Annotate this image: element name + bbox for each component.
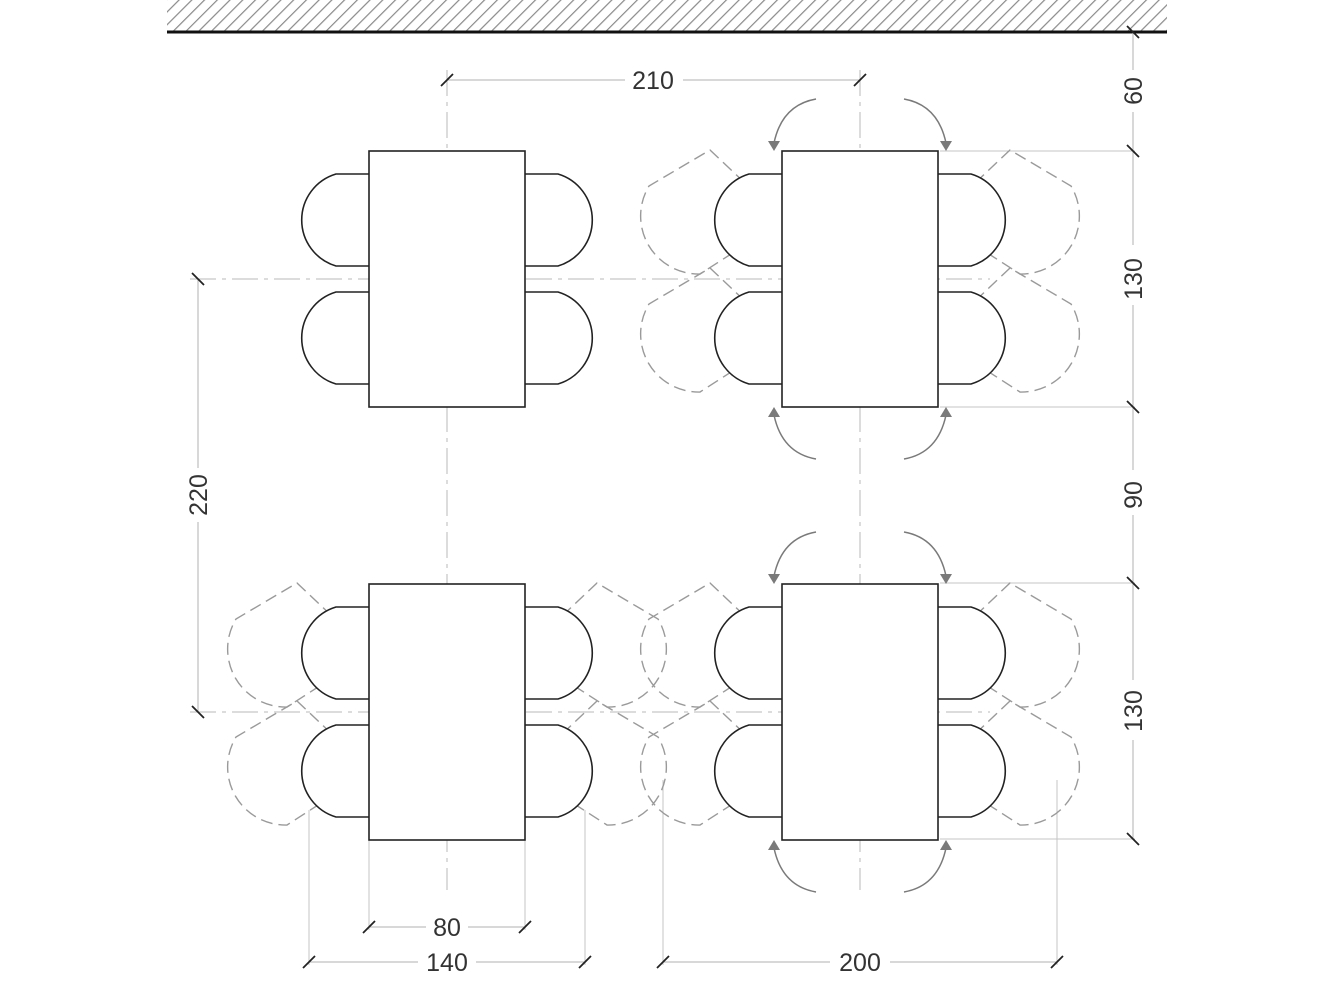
access-arrow xyxy=(773,531,817,577)
dimension-labels: 210 60 130 90 130 220 80 140 200 xyxy=(185,67,1148,977)
table-bottom-right xyxy=(639,531,1081,893)
chair xyxy=(300,291,369,385)
dim-tick xyxy=(440,73,454,87)
access-arrows xyxy=(768,98,952,460)
dim-tick xyxy=(578,955,592,969)
chairs xyxy=(300,606,594,818)
chair xyxy=(713,173,782,267)
arrow-head xyxy=(940,574,952,584)
chair-swing-outline xyxy=(639,149,785,275)
access-arrow xyxy=(773,847,817,893)
dim-label-130-lower: 130 xyxy=(1120,690,1148,732)
chair-swing-outline xyxy=(639,582,785,708)
dim-tick xyxy=(362,920,376,934)
chair-swing-outline xyxy=(639,700,785,826)
dim-label-210: 210 xyxy=(632,67,674,95)
dim-tick xyxy=(302,955,316,969)
chair xyxy=(300,606,369,700)
wall-hatch xyxy=(167,0,1167,32)
dim-tick xyxy=(1126,144,1140,158)
arrow-head xyxy=(768,840,780,850)
chairs xyxy=(713,606,1007,818)
chair-swing-outline xyxy=(522,582,668,708)
extension-lines xyxy=(308,150,1135,965)
chair xyxy=(713,606,782,700)
arrow-head xyxy=(768,141,780,151)
chairs xyxy=(300,173,594,385)
access-arrow xyxy=(903,531,947,577)
dim-tick xyxy=(1050,955,1064,969)
chairs xyxy=(713,173,1007,385)
table-top xyxy=(781,583,939,841)
table-top-left xyxy=(300,150,594,408)
dim-label-140: 140 xyxy=(426,949,468,977)
dim-tick xyxy=(191,272,205,286)
arrow-head xyxy=(940,840,952,850)
chair xyxy=(938,291,1007,385)
chair xyxy=(938,173,1007,267)
wall xyxy=(167,0,1167,34)
dim-label-220: 220 xyxy=(185,474,213,516)
dim-label-90: 90 xyxy=(1120,481,1148,509)
dim-tick xyxy=(1126,25,1140,39)
chair xyxy=(938,606,1007,700)
chair-swing xyxy=(639,582,1081,826)
chair xyxy=(938,724,1007,818)
chair-swing-outline xyxy=(639,267,785,393)
chair-swing-outline xyxy=(226,582,372,708)
arrow-head xyxy=(768,574,780,584)
dim-tick xyxy=(656,955,670,969)
chair-swing-outline xyxy=(935,149,1081,275)
chair xyxy=(525,291,594,385)
access-arrow xyxy=(903,98,947,144)
table-top-right xyxy=(639,98,1081,460)
dimension-lines xyxy=(191,25,1140,969)
table-top xyxy=(368,583,526,841)
arrow-head xyxy=(768,407,780,417)
dim-label-130-upper: 130 xyxy=(1120,258,1148,300)
chair xyxy=(713,724,782,818)
chair xyxy=(300,724,369,818)
table-bottom-left xyxy=(226,582,668,841)
arrow-head xyxy=(940,141,952,151)
table-top xyxy=(368,150,526,408)
access-arrow xyxy=(773,414,817,460)
dim-tick xyxy=(1126,832,1140,846)
dim-tick xyxy=(1126,400,1140,414)
dim-label-200: 200 xyxy=(839,949,881,977)
chair-swing-outline xyxy=(935,582,1081,708)
table-top xyxy=(781,150,939,408)
access-arrow xyxy=(773,98,817,144)
dim-label-80: 80 xyxy=(433,914,461,942)
chair-swing-outline xyxy=(522,700,668,826)
chair-swing xyxy=(226,582,668,826)
dim-label-60: 60 xyxy=(1120,77,1148,105)
chair-swing-outline xyxy=(226,700,372,826)
chair xyxy=(525,724,594,818)
chair-swing-outline xyxy=(935,267,1081,393)
dim-tick xyxy=(1126,576,1140,590)
chair xyxy=(300,173,369,267)
access-arrows xyxy=(768,531,952,893)
chair xyxy=(713,291,782,385)
chair xyxy=(525,606,594,700)
chair-swing xyxy=(639,149,1081,393)
arrow-head xyxy=(940,407,952,417)
access-arrow xyxy=(903,414,947,460)
dim-tick xyxy=(853,73,867,87)
access-arrow xyxy=(903,847,947,893)
dim-tick xyxy=(518,920,532,934)
chair xyxy=(525,173,594,267)
chair-swing-outline xyxy=(935,700,1081,826)
dim-tick xyxy=(191,705,205,719)
